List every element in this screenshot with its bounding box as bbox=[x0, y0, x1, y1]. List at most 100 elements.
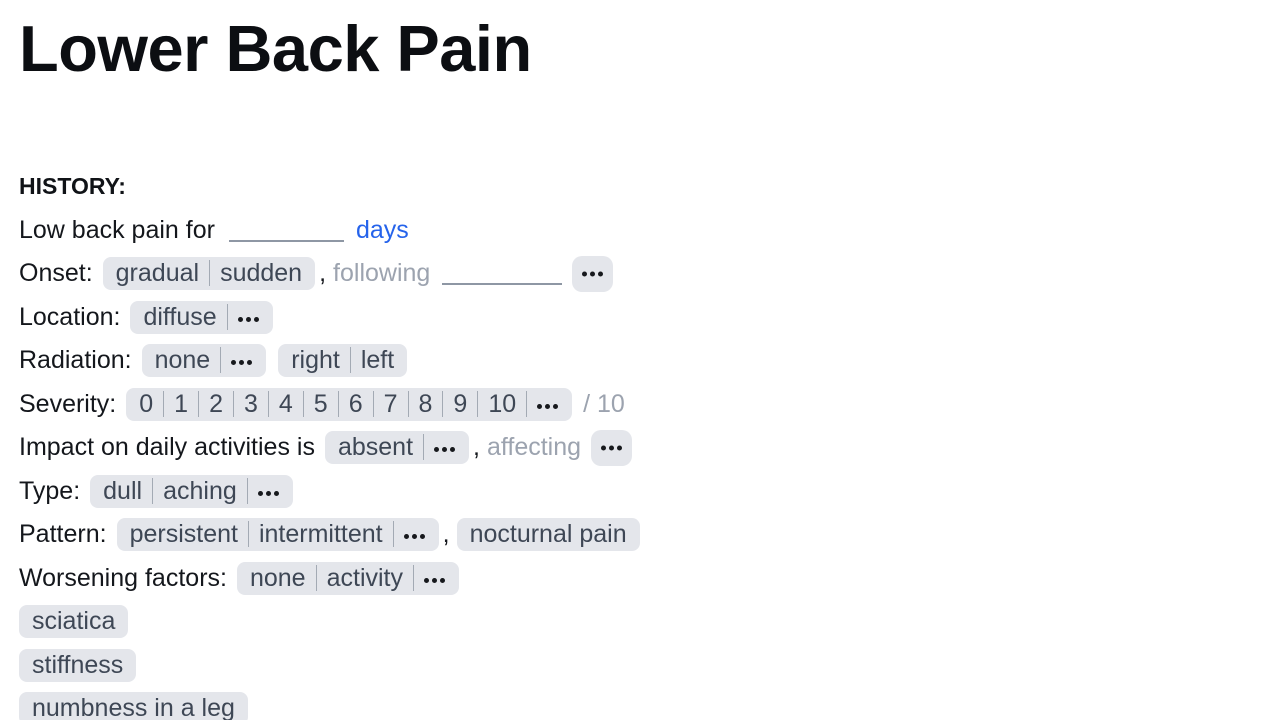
option-stiffness[interactable]: stiffness bbox=[32, 650, 124, 679]
location-options-chip: diffuse bbox=[130, 300, 273, 334]
severity-option[interactable]: 5 bbox=[313, 389, 328, 418]
option-gradual[interactable]: gradual bbox=[115, 259, 200, 287]
history-row-location: Location: diffuse bbox=[19, 296, 1280, 340]
severity-option[interactable]: 10 bbox=[488, 389, 517, 418]
severity-scale-suffix: / 10 bbox=[583, 389, 625, 418]
option-diffuse[interactable]: diffuse bbox=[143, 302, 217, 331]
pattern-options-chip: persistent intermittent bbox=[116, 518, 439, 551]
type-options-chip: dull aching bbox=[90, 474, 293, 508]
segment-divider bbox=[423, 434, 425, 460]
option-dull[interactable]: dull bbox=[103, 476, 143, 505]
option-left[interactable]: left bbox=[360, 346, 395, 374]
stiffness-chip[interactable]: stiffness bbox=[19, 648, 137, 682]
severity-option[interactable]: 8 bbox=[418, 389, 433, 418]
segment-divider bbox=[198, 390, 200, 417]
impact-prefix: Impact on daily activities is bbox=[19, 433, 315, 461]
comma: , bbox=[473, 433, 480, 461]
severity-label: Severity: bbox=[19, 389, 117, 418]
option-none[interactable]: none bbox=[249, 563, 306, 592]
radiation-label: Radiation: bbox=[19, 346, 132, 374]
type-label: Type: bbox=[19, 476, 81, 505]
radiation-none-chip: none bbox=[141, 344, 267, 377]
option-numbness-in-a-leg[interactable]: numbness in a leg bbox=[32, 694, 235, 720]
segment-divider bbox=[372, 390, 374, 417]
more-options-icon bbox=[600, 445, 606, 451]
segment-divider bbox=[232, 390, 234, 417]
option-activity[interactable]: activity bbox=[326, 563, 403, 592]
more-options-icon[interactable] bbox=[237, 316, 243, 322]
nocturnal-pain-chip[interactable]: nocturnal pain bbox=[456, 518, 640, 551]
segment-divider bbox=[526, 390, 528, 417]
option-right[interactable]: right bbox=[291, 346, 340, 374]
option-none[interactable]: none bbox=[154, 346, 211, 374]
pattern-label: Pattern: bbox=[19, 520, 107, 548]
history-section: HISTORY: Low back pain for days Onset: gra… bbox=[19, 165, 1280, 720]
history-row-symptom: stiffness bbox=[19, 644, 1280, 688]
severity-option[interactable]: 3 bbox=[243, 389, 258, 418]
segment-divider bbox=[413, 564, 414, 591]
segment-divider bbox=[302, 390, 304, 417]
segment-divider bbox=[337, 390, 339, 417]
more-options-icon[interactable] bbox=[257, 490, 263, 496]
more-options-icon[interactable] bbox=[434, 447, 440, 452]
severity-option[interactable]: 2 bbox=[209, 389, 223, 418]
history-row-symptom: sciatica bbox=[19, 600, 1280, 644]
sciatica-chip[interactable]: sciatica bbox=[19, 605, 129, 638]
history-heading: HISTORY: bbox=[19, 173, 126, 199]
severity-option[interactable]: 1 bbox=[174, 389, 189, 418]
segment-divider bbox=[247, 521, 249, 547]
history-row-impact: Impact on daily activities is absent,affe… bbox=[19, 426, 1280, 470]
segment-divider bbox=[267, 390, 269, 417]
onset-label: Onset: bbox=[19, 259, 93, 287]
history-row-type: Type: dull aching bbox=[19, 470, 1280, 514]
segment-divider bbox=[315, 564, 317, 591]
duration-input[interactable] bbox=[228, 239, 344, 242]
option-sciatica[interactable]: sciatica bbox=[32, 607, 116, 635]
option-nocturnal-pain[interactable]: nocturnal pain bbox=[469, 520, 627, 548]
impact-more-button[interactable] bbox=[591, 430, 633, 467]
radiation-side-chip: right left bbox=[278, 344, 408, 377]
segment-divider bbox=[477, 390, 479, 417]
severity-option[interactable]: 9 bbox=[453, 389, 468, 418]
option-aching[interactable]: aching bbox=[163, 476, 237, 505]
more-options-icon[interactable] bbox=[537, 403, 543, 409]
onset-more-button[interactable] bbox=[572, 256, 614, 293]
comma: , bbox=[442, 520, 450, 548]
severity-option[interactable]: 7 bbox=[383, 389, 398, 418]
location-label: Location: bbox=[19, 302, 121, 331]
segment-divider bbox=[392, 521, 394, 547]
segment-divider bbox=[349, 347, 351, 373]
segment-divider bbox=[407, 390, 409, 417]
option-persistent[interactable]: persistent bbox=[129, 520, 238, 548]
option-sudden[interactable]: sudden bbox=[220, 259, 303, 287]
severity-option[interactable]: 4 bbox=[278, 389, 293, 418]
impact-affecting-label: affecting bbox=[486, 433, 582, 461]
option-absent[interactable]: absent bbox=[337, 433, 414, 461]
segment-divider bbox=[246, 477, 248, 504]
segment-divider bbox=[163, 390, 165, 417]
more-options-icon[interactable] bbox=[231, 360, 237, 365]
impact-options-chip: absent bbox=[324, 431, 470, 464]
history-row-radiation: Radiation: none right left bbox=[19, 339, 1280, 383]
more-options-icon[interactable] bbox=[403, 534, 409, 539]
onset-following-input[interactable] bbox=[442, 283, 563, 285]
duration-prefix: Low back pain for bbox=[19, 215, 215, 244]
history-row-pattern: Pattern: persistent intermittent, nocturnal… bbox=[19, 513, 1280, 557]
duration-unit-link[interactable]: days bbox=[355, 215, 409, 244]
option-intermittent[interactable]: intermittent bbox=[258, 520, 383, 548]
history-row-duration: Low back pain for days bbox=[19, 209, 1280, 253]
comma: , bbox=[319, 259, 327, 287]
severity-option[interactable]: 0 bbox=[139, 389, 154, 418]
severity-option[interactable]: 6 bbox=[348, 389, 363, 418]
more-options-icon[interactable] bbox=[424, 577, 429, 583]
segment-divider bbox=[209, 260, 211, 286]
numbness-in-a-leg-chip[interactable]: numbness in a leg bbox=[19, 692, 248, 720]
segment-divider bbox=[220, 347, 222, 373]
segment-divider bbox=[226, 303, 228, 330]
more-options-icon bbox=[581, 271, 587, 277]
worsening-options-chip: none activity bbox=[236, 561, 459, 595]
